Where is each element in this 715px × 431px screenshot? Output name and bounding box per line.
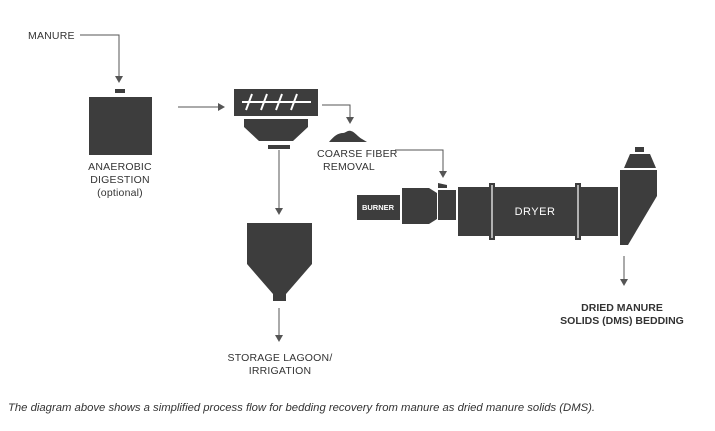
dryer-inlet — [438, 183, 456, 220]
coarse-fiber-removal-label: COARSE FIBER — [317, 148, 398, 160]
discharge-housing — [620, 147, 657, 245]
dms-bedding-label: DRIED MANURE — [581, 302, 663, 314]
burner-label: BURNER — [362, 203, 395, 212]
manure-label: MANURE — [28, 30, 75, 42]
lagoon-outlet-arrow — [275, 308, 283, 342]
fiber-to-dryer-arrow — [395, 149, 447, 178]
dms-bedding-label-2: SOLIDS (DMS) BEDDING — [560, 315, 684, 327]
anaerobic-digestion-label: ANAEROBIC — [88, 161, 152, 173]
separator-to-lagoon-arrow — [275, 150, 283, 215]
coarse-fiber-pile — [329, 130, 367, 142]
burner: BURNER — [357, 188, 437, 224]
storage-lagoon-label-2: IRRIGATION — [249, 365, 311, 377]
diagram-caption: The diagram above shows a simplified pro… — [8, 402, 596, 414]
storage-lagoon-label: STORAGE LAGOON/ — [228, 352, 333, 364]
manure-inlet-arrow — [80, 34, 123, 83]
discharge-to-dms-arrow — [620, 256, 628, 286]
digester-to-separator-arrow — [178, 103, 225, 111]
anaerobic-digestion-label-2: DIGESTION — [90, 174, 150, 186]
storage-lagoon-hopper — [247, 223, 312, 301]
anaerobic-digestion-label-3: (optional) — [97, 187, 143, 199]
coarse-fiber-removal-label-2: REMOVAL — [323, 161, 375, 173]
separator-to-fiber-arrow — [322, 104, 354, 124]
screw-separator — [234, 89, 318, 149]
dryer-label: DRYER — [515, 206, 556, 218]
rotary-dryer: DRYER — [458, 183, 618, 240]
anaerobic-digester — [89, 89, 152, 155]
